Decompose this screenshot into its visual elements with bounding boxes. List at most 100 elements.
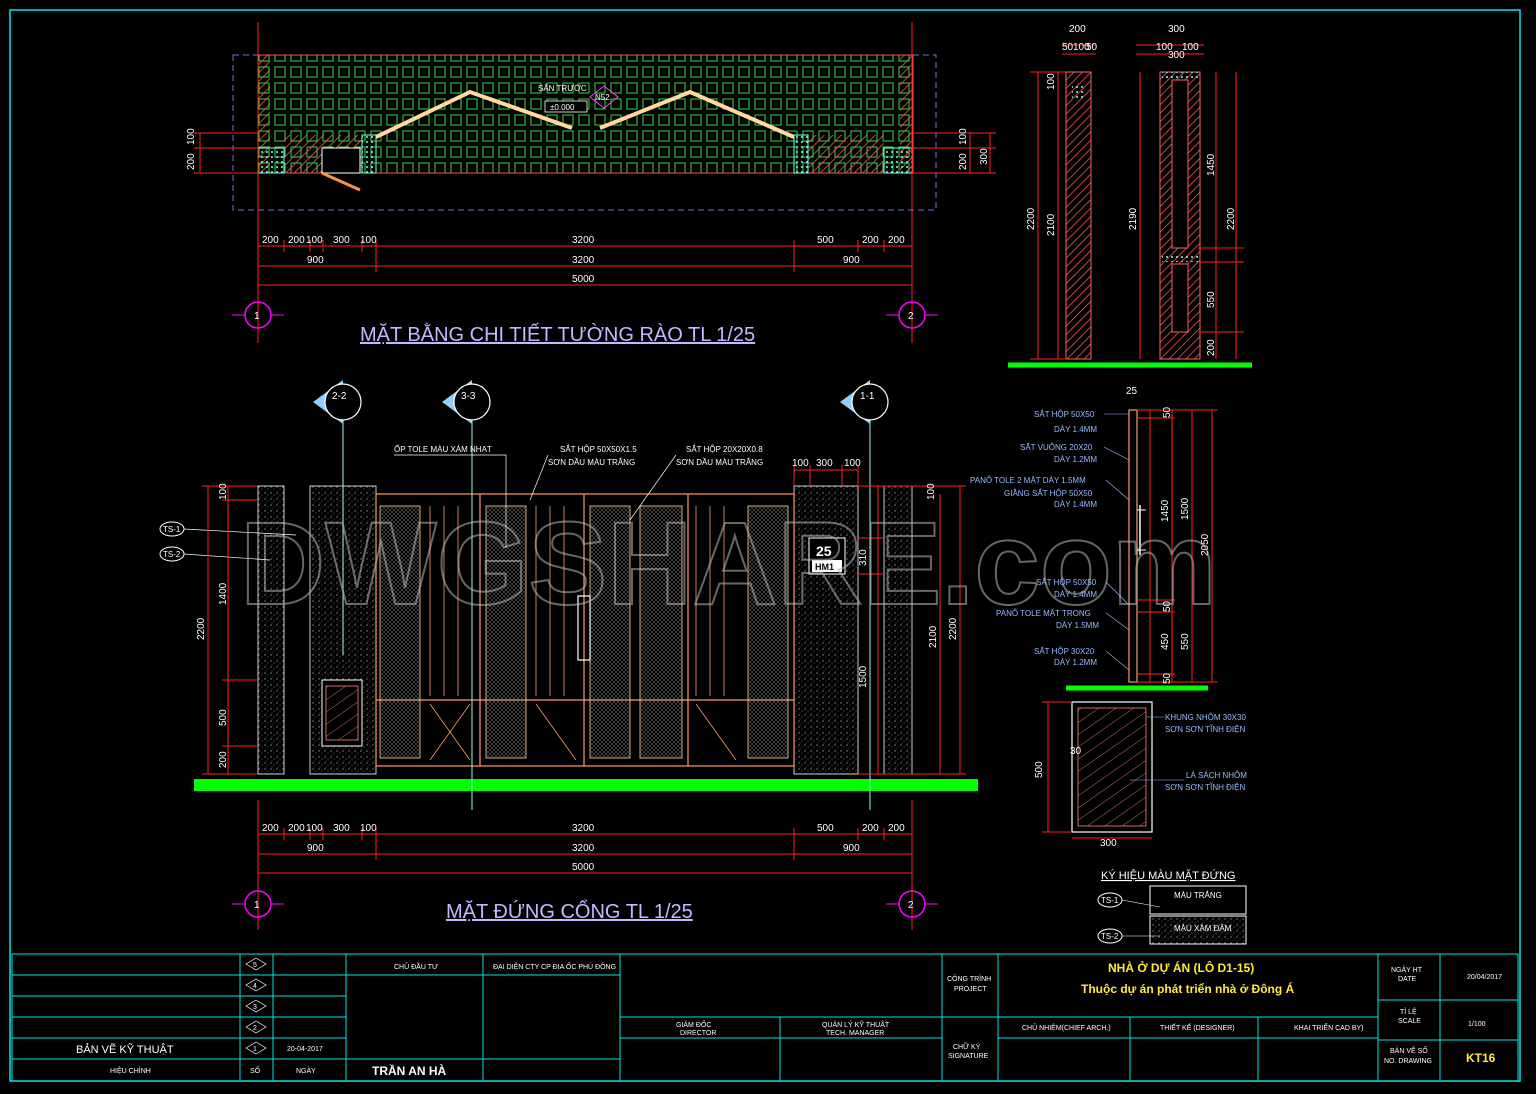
drawing-kind: BẢN VẼ KỸ THUẬT xyxy=(76,1043,174,1056)
watermark: DWGSHARE.com xyxy=(240,498,1217,630)
col-b-h5: 200 xyxy=(1206,339,1217,356)
role-chief: CHỦ NHIỆM(CHIEF ARCH.) xyxy=(1022,1023,1111,1032)
section-1-1: 1-1 xyxy=(860,391,875,402)
scale-value: 1/100 xyxy=(1468,1021,1486,1028)
plan-level-value: ±0.000 xyxy=(550,103,575,112)
vent-height: 500 xyxy=(1034,761,1045,778)
gate-label-2b: DÀY 1.2MM xyxy=(1054,455,1097,464)
elev-left-dim-4: 500 xyxy=(218,709,229,726)
date-label-en: DATE xyxy=(1398,976,1416,983)
plan-title: MẶT BẰNG CHI TIẾT TƯỜNG RÀO TL 1/25 xyxy=(360,322,755,346)
title-block-text: 5 4 3 2 1 20-04-2017 BẢN VẼ KỸ THUẬT HIỆ… xyxy=(76,957,1502,1078)
gate-label-3b: GIẰNG SẮT HỘP 50X50 xyxy=(1004,489,1093,498)
gate-label-6b: DÀY 1.5MM xyxy=(1056,621,1099,630)
project-name: NHÀ Ở DỰ ÁN (LÔ D1-15) xyxy=(1108,960,1254,975)
project-sub: Thuộc dự án phát triển nhà ở Đông Á xyxy=(1081,981,1295,996)
tech-manager-label-en: TECH. MANAGER xyxy=(826,1030,884,1037)
plan-dim-7: 500 xyxy=(817,235,834,246)
gate-label-7b: DÀY 1.2MM xyxy=(1054,658,1097,667)
gate-sec-dim-3: 1500 xyxy=(1180,497,1191,520)
rev-header-1: HIỆU CHỈNH xyxy=(110,1066,151,1075)
elev-grid-right: 2 xyxy=(908,900,914,911)
gate-sec-dim-4: 2050 xyxy=(1200,533,1211,556)
plan-side-right-3: 300 xyxy=(979,148,990,165)
plan-dim-8: 200 xyxy=(862,235,879,246)
gate-sec-dim-5: 50 xyxy=(1162,600,1173,612)
elev-left-dim-1: 100 xyxy=(218,483,229,500)
elev-top-dim-2: 300 xyxy=(816,458,833,469)
col-b-h4: 550 xyxy=(1206,291,1217,308)
elev-top-dim-3: 100 xyxy=(844,458,861,469)
gate-label-6a: PANÔ TOLE MẶT TRONG xyxy=(996,609,1091,618)
elev-note-5: SƠN DẦU MÀU TRẮNG xyxy=(676,457,763,467)
elev-dim-row2-3: 900 xyxy=(843,843,860,854)
elev-tag-ts2: TS-2 xyxy=(163,550,181,559)
house-code: HM1 xyxy=(815,562,834,572)
col-a-top-2: 50 xyxy=(1062,42,1074,53)
gate-section-view: 25 50 1450 1500 2050 50 450 550 50 SẮT H… xyxy=(970,386,1218,691)
col-a-h3: 2200 xyxy=(1026,207,1037,230)
plan-dim-9: 200 xyxy=(888,235,905,246)
legend-tag-1: TS-1 xyxy=(1101,896,1119,905)
rev-2: 2 xyxy=(253,1025,257,1032)
elev-right-dim-5: 2200 xyxy=(948,617,959,640)
plan-dim-5: 100 xyxy=(360,235,377,246)
plan-dim-4: 300 xyxy=(333,235,350,246)
gate-sec-dim-8: 50 xyxy=(1162,672,1173,684)
role-designer: THIẾT KẾ (DESIGNER) xyxy=(1160,1022,1235,1032)
plan-tag: N52 xyxy=(595,93,610,102)
section-2-2: 2-2 xyxy=(332,391,347,402)
plan-dim-row2-1: 900 xyxy=(307,255,324,266)
legend-title: KÝ HIỆU MÀU MẶT ĐỨNG xyxy=(1101,869,1235,882)
elev-dim-2: 200 xyxy=(288,823,305,834)
director-label-en: DIRECTOR xyxy=(680,1030,716,1037)
col-b-h2: 1450 xyxy=(1206,153,1217,176)
color-legend: KÝ HIỆU MÀU MẶT ĐỨNG TS-1 MÀU TRẮNG TS-2… xyxy=(1097,869,1247,945)
elev-grid-left: 1 xyxy=(254,900,260,911)
plan-dim-row2-3: 900 xyxy=(843,255,860,266)
elevation-view: 25 HM1 2-2 3-3 1-1 ỐP TOLE MÀU XÁM NHẠT … xyxy=(159,380,978,930)
gate-label-5b: DÀY 1.4MM xyxy=(1054,590,1097,599)
plan-dim-total: 5000 xyxy=(572,274,595,285)
gate-sec-dim-6: 450 xyxy=(1160,633,1171,650)
date-value: 20/04/2017 xyxy=(1467,974,1502,981)
legend-tag-2: TS-2 xyxy=(1101,932,1119,941)
plan-dim-1: 200 xyxy=(262,235,279,246)
gate-sec-dim-1: 50 xyxy=(1162,406,1173,418)
elev-right-dim-3: 1500 xyxy=(858,665,869,688)
gate-sec-dim-2: 1450 xyxy=(1160,499,1171,522)
plan-dim-6: 3200 xyxy=(572,235,595,246)
plan-grid-left: 1 xyxy=(254,311,260,322)
elev-dim-1: 200 xyxy=(262,823,279,834)
elev-tag-ts1: TS-1 xyxy=(163,525,181,534)
gate-label-2a: SẮT VUÔNG 20X20 xyxy=(1020,443,1093,452)
rev-header-3: NGÀY xyxy=(296,1066,316,1075)
plan-side-left-1: 200 xyxy=(186,153,197,170)
elev-note-2: SẮT HỘP 50X50X1.5 xyxy=(560,445,637,454)
gate-label-1a: SẮT HỘP 50X50 xyxy=(1034,410,1095,419)
role-cad: KHAI TRIỂN CAD BY) xyxy=(1294,1023,1364,1032)
gate-sec-dim-7: 550 xyxy=(1180,633,1191,650)
elev-note-3: SƠN DẦU MÀU TRẮNG xyxy=(548,457,635,467)
elev-dim-3: 100 xyxy=(306,823,323,834)
col-a-top-1: 200 xyxy=(1069,24,1086,35)
elev-dim-5: 100 xyxy=(360,823,377,834)
col-a-top-4: 50 xyxy=(1086,42,1098,53)
elev-note-4: SẮT HỘP 20X20X0.8 xyxy=(686,445,763,454)
scale-label: TỈ LỆ xyxy=(1400,1007,1417,1016)
col-a-h2: 2100 xyxy=(1046,213,1057,236)
elev-note-1: ỐP TOLE MÀU XÁM NHẠT xyxy=(394,444,492,454)
plan-view: SÂN TRƯỚC ±0.000 N52 200 100 200 100 300 xyxy=(186,22,996,346)
vent-width: 300 xyxy=(1100,838,1117,849)
tech-manager-label: QUẢN LÝ KỸ THUẬT xyxy=(822,1020,890,1029)
project-label-en: PROJECT xyxy=(954,986,987,993)
plan-side-left-2: 100 xyxy=(186,128,197,145)
gate-sec-top: 25 xyxy=(1126,386,1138,397)
col-b-top-4: 300 xyxy=(1168,50,1185,61)
col-a-top-3: 100 xyxy=(1073,42,1090,53)
plan-dim-row2-2: 3200 xyxy=(572,255,595,266)
vent-label-1b: SƠN SƠN TĨNH ĐIỆN xyxy=(1165,725,1245,734)
no-label-en: NO. DRAWING xyxy=(1384,1058,1432,1065)
project-label: CÔNG TRÌNH xyxy=(947,974,991,983)
